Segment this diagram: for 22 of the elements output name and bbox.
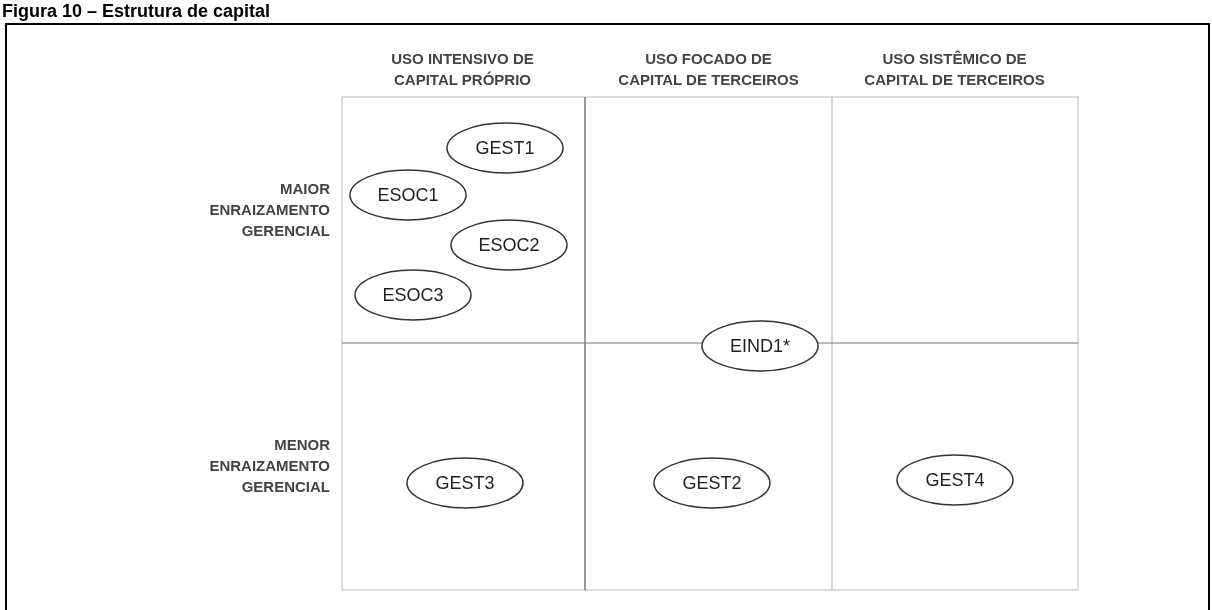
row-header: MAIOR ENRAIZAMENTO GERENCIAL: [208, 179, 330, 241]
node-label: EIND1*: [730, 335, 790, 357]
node-label: GEST4: [925, 469, 985, 491]
node-label: GEST1: [475, 137, 535, 159]
node-label: ESOC3: [382, 284, 444, 306]
node-label: ESOC2: [478, 234, 540, 256]
ellipse-node: [450, 219, 568, 271]
ellipse-node: [446, 122, 564, 174]
ellipse-node: [701, 320, 819, 372]
figure-title: Figura 10 – Estrutura de capital: [2, 1, 271, 21]
column-header: USO SISTÊMICO DE CAPITAL DE TERCEIROS: [863, 49, 1046, 90]
node-label: GEST3: [435, 472, 495, 494]
ellipse-node: [349, 169, 467, 221]
ellipse-node: [406, 457, 524, 509]
row-header: MENOR ENRAIZAMENTO GERENCIAL: [208, 435, 330, 497]
node-label: ESOC1: [377, 184, 439, 206]
node-label: GEST2: [682, 472, 742, 494]
column-header: USO INTENSIVO DE CAPITAL PRÓPRIO: [390, 49, 535, 90]
column-header: USO FOCADO DE CAPITAL DE TERCEIROS: [617, 49, 800, 90]
ellipse-node: [653, 457, 771, 509]
ellipse-node: [896, 454, 1014, 506]
ellipse-node: [354, 269, 472, 321]
